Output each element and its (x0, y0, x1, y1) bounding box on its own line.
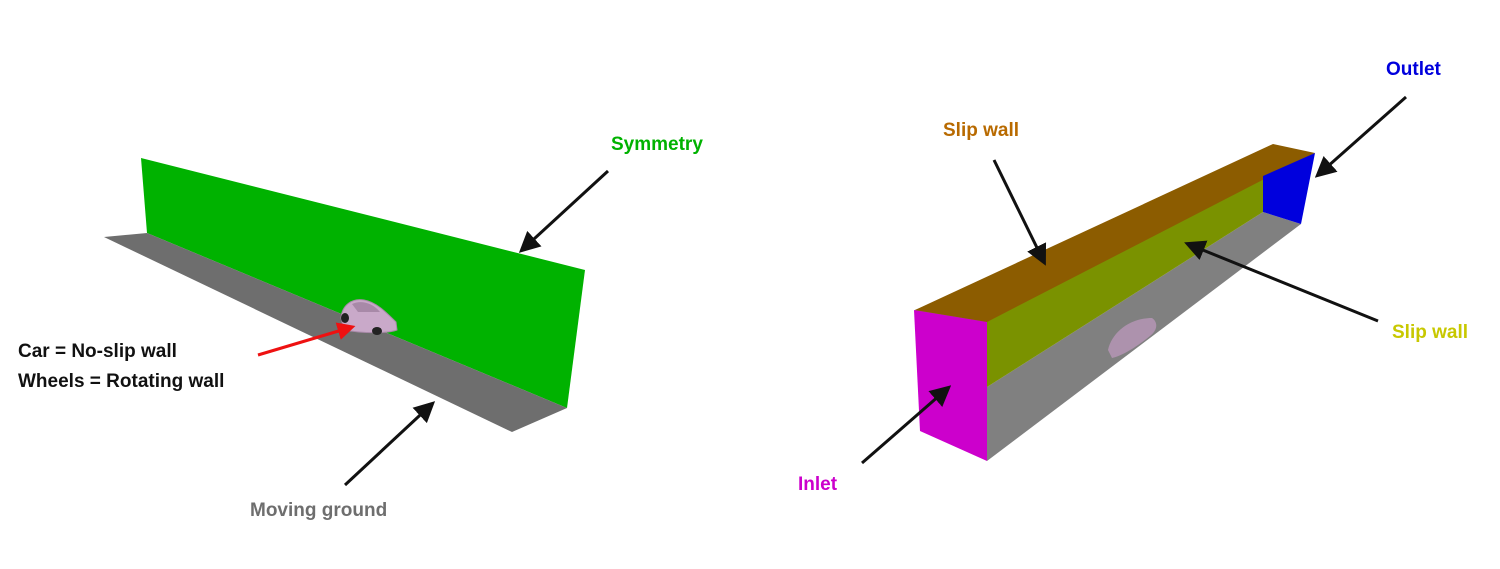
car-label: Car = No-slip wall (18, 341, 177, 362)
left-domain: Symmetry Car = No-slip wall Wheels = Rot… (18, 134, 703, 521)
car-model-ghost (1108, 318, 1157, 358)
top-slip-wall-label: Slip wall (943, 120, 1019, 141)
car-front-wheel (372, 327, 382, 335)
symmetry-arrow (518, 169, 610, 253)
top-slip-wall (915, 144, 1315, 322)
outlet-face (1263, 153, 1315, 224)
wheels-label: Wheels = Rotating wall (18, 371, 224, 392)
outlet-arrow (1314, 95, 1407, 178)
car-rear-wheel (341, 313, 349, 323)
symmetry-plane (141, 158, 585, 408)
car-window (352, 302, 380, 312)
car-arrow (257, 322, 356, 357)
right-domain: Slip wall Outlet Slip wall Inlet (798, 59, 1468, 495)
inlet-label: Inlet (798, 474, 838, 495)
outlet-label: Outlet (1386, 59, 1442, 80)
side-slip-wall-label: Slip wall (1392, 322, 1468, 343)
side-slip-arrow (1184, 240, 1379, 323)
inlet-face (914, 310, 987, 461)
ground-arrow (343, 401, 436, 487)
inlet-arrow (861, 385, 952, 465)
moving-ground-label: Moving ground (250, 500, 387, 521)
top-slip-arrow (992, 159, 1047, 266)
symmetry-label: Symmetry (611, 134, 703, 155)
car-ghost-body (1108, 318, 1157, 358)
